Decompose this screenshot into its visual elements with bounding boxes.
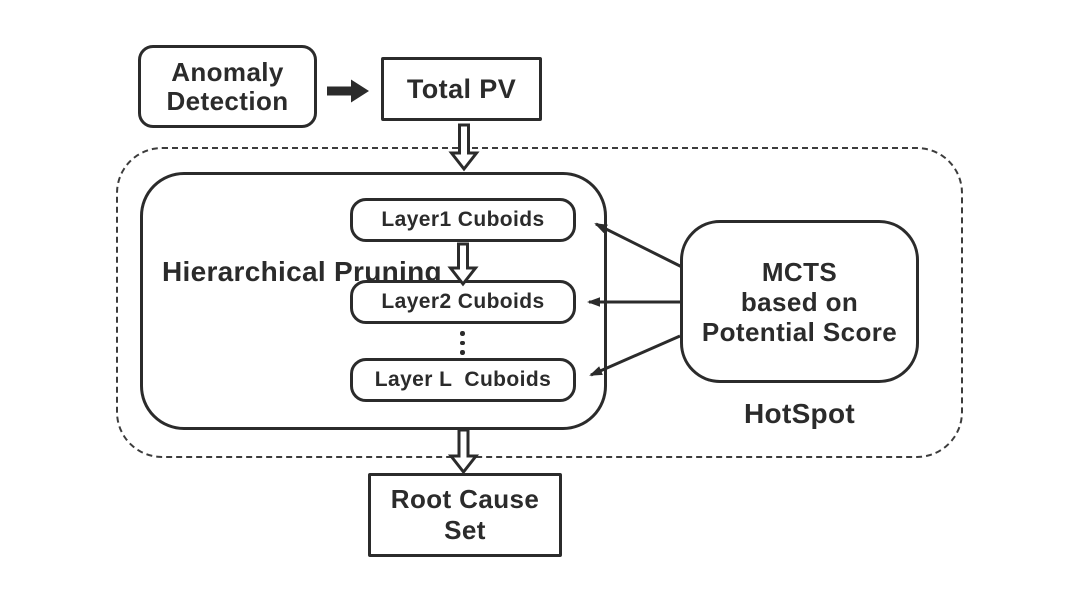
hotspot-dashed-container	[116, 147, 963, 458]
hierarchical-pruning-label: Hierarchical Pruning	[162, 255, 442, 288]
root-cause-set-node: Root Cause Set	[368, 473, 562, 557]
total-pv-node: Total PV	[381, 57, 542, 121]
mcts-label-line3: Potential Score	[701, 316, 898, 347]
root-cause-set-label-line2: Set	[444, 515, 486, 545]
total-pv-label: Total PV	[406, 74, 517, 104]
mcts-label-line2: based on	[740, 286, 859, 317]
anomaly-detection-node: Anomaly Detection	[138, 45, 317, 128]
layer-l-cuboids-label: Layer L Cuboids	[374, 368, 552, 391]
vertical-ellipsis-icon	[460, 331, 465, 355]
anomaly-detection-label-line2: Detection	[166, 85, 289, 116]
ellipsis-dot	[460, 350, 465, 355]
arrow-right-icon	[327, 79, 369, 103]
hierarchical-pruning-label-line1: Hierarchical	[162, 256, 326, 287]
mcts-label-line1: MCTS	[761, 256, 838, 287]
hotspot-label: HotSpot	[744, 398, 855, 429]
anomaly-detection-label-line1: Anomaly	[171, 56, 284, 87]
layer1-cuboids-node: Layer1 Cuboids	[350, 198, 576, 242]
layer-l-cuboids-node: Layer L Cuboids	[350, 358, 576, 402]
root-cause-set-label-line1: Root Cause	[390, 484, 540, 514]
ellipsis-dot	[460, 331, 465, 336]
ellipsis-dot	[460, 340, 465, 345]
layer2-cuboids-node: Layer2 Cuboids	[350, 280, 576, 324]
layer1-cuboids-label: Layer1 Cuboids	[381, 208, 545, 231]
mcts-node: MCTS based on Potential Score	[680, 220, 919, 383]
layer2-cuboids-label: Layer2 Cuboids	[381, 290, 545, 313]
